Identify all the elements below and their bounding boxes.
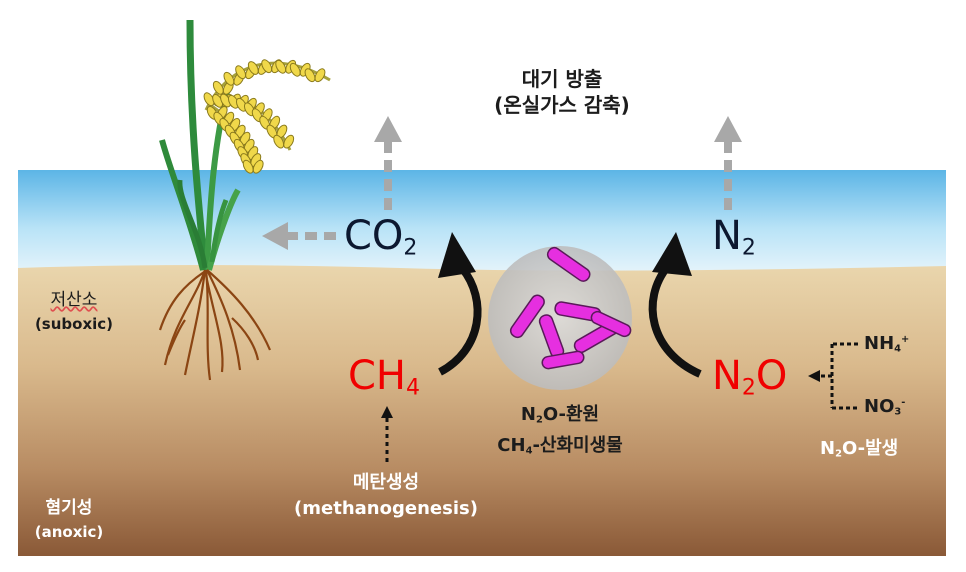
methanogenesis-ko: 메탄생성	[352, 472, 420, 493]
rice-grain	[223, 71, 235, 86]
no3-subscript: 3	[894, 406, 902, 418]
co2-label: CO2	[344, 216, 417, 269]
methanogenesis-arrow	[381, 406, 393, 462]
n2o-o: O	[755, 353, 788, 399]
n2o-source-suffix: -발생	[857, 438, 899, 459]
microbe-n: N	[520, 404, 536, 425]
ch4-base: CH	[348, 353, 407, 399]
anoxic-ko: 혐기성	[45, 498, 93, 518]
rice-grain	[273, 134, 285, 149]
atmosphere-label-line1: 대기 방출	[521, 67, 603, 91]
arrow-left-to-plant-icon	[262, 222, 288, 250]
anoxic-label: 혐기성 (anoxic)	[24, 496, 114, 544]
rice-grain	[261, 59, 273, 74]
ch4-subscript: 4	[406, 375, 421, 401]
rice-grain	[304, 68, 316, 83]
rice-grain	[283, 134, 295, 149]
ch4-label: CH4	[348, 356, 420, 409]
rice-grain	[212, 80, 224, 95]
arrow-n2o-to-n2-icon	[652, 232, 692, 276]
suboxic-en: (suboxic)	[34, 315, 114, 333]
co2-subscript: 2	[403, 235, 418, 261]
no3-label: NO3-	[864, 396, 905, 417]
microbe-label-line1: N2O-환원	[460, 402, 660, 433]
methanogenesis-label: 메탄생성 (methanogenesis)	[286, 470, 486, 522]
n2o-n: N	[712, 353, 742, 399]
atmosphere-label-line2: (온실가스 감축)	[494, 93, 630, 117]
rice-grain	[235, 65, 247, 80]
nh4-base: NH	[864, 333, 895, 354]
arrow-ch4-to-co2-icon	[438, 232, 476, 278]
anoxic-en: (anoxic)	[34, 523, 104, 541]
microbe-circle	[488, 246, 632, 390]
n2o-source-label: N2O-발생	[820, 434, 898, 460]
nh4-superscript: +	[901, 334, 910, 346]
arrow-up-n2-icon	[714, 116, 742, 142]
suboxic-label: 저산소 (suboxic)	[26, 288, 122, 336]
suboxic-ko: 저산소	[50, 290, 98, 310]
microbe-line1-suffix: -환원	[558, 404, 600, 425]
rice-grain	[275, 59, 287, 74]
water-layer	[18, 170, 946, 276]
black-curved-arrows	[438, 232, 702, 378]
n2o-subscript: 2	[741, 375, 756, 401]
rice-grain	[314, 68, 326, 83]
n2-base: N	[712, 213, 742, 259]
arrow-up-co2-icon	[374, 116, 402, 142]
microbe-label: N2O-환원 CH4-산화미생물	[460, 402, 660, 465]
n2o-source-n: N	[820, 438, 836, 459]
rice-grain	[242, 159, 254, 174]
rice-grain	[289, 62, 301, 77]
nh4-subscript: 4	[894, 343, 902, 355]
microbe-n-subscript: 2	[535, 414, 543, 426]
rice-grain	[235, 97, 247, 112]
n2o-label: N2O	[712, 356, 787, 409]
rice-grain	[247, 61, 259, 75]
microbe-o: O	[542, 404, 559, 425]
n2o-source-subscript: 2	[835, 448, 842, 460]
gray-dashed-arrows	[262, 116, 742, 250]
methanogenesis-en: (methanogenesis)	[294, 498, 478, 519]
microbe-ch-subscript: 4	[525, 445, 533, 457]
no3-base: NO	[864, 396, 895, 417]
atmosphere-label: 대기 방출 (온실가스 감축)	[472, 66, 652, 118]
no3-superscript: -	[901, 397, 906, 409]
n2o-source-o: O	[841, 438, 858, 459]
n2o-source-bracket	[808, 342, 858, 410]
n2-label: N2	[712, 216, 756, 269]
microbe-label-line2: CH4-산화미생물	[460, 433, 660, 464]
microbe-ch: CH	[497, 435, 526, 457]
nh4-label: NH4+	[864, 333, 909, 354]
rice-grain	[252, 159, 264, 174]
rice-roots-icon	[158, 269, 272, 381]
n2-subscript: 2	[741, 235, 756, 261]
microbe-line2-suffix: -산화미생물	[532, 435, 623, 457]
co2-base: CO	[344, 213, 404, 259]
rice-grains	[203, 59, 326, 174]
